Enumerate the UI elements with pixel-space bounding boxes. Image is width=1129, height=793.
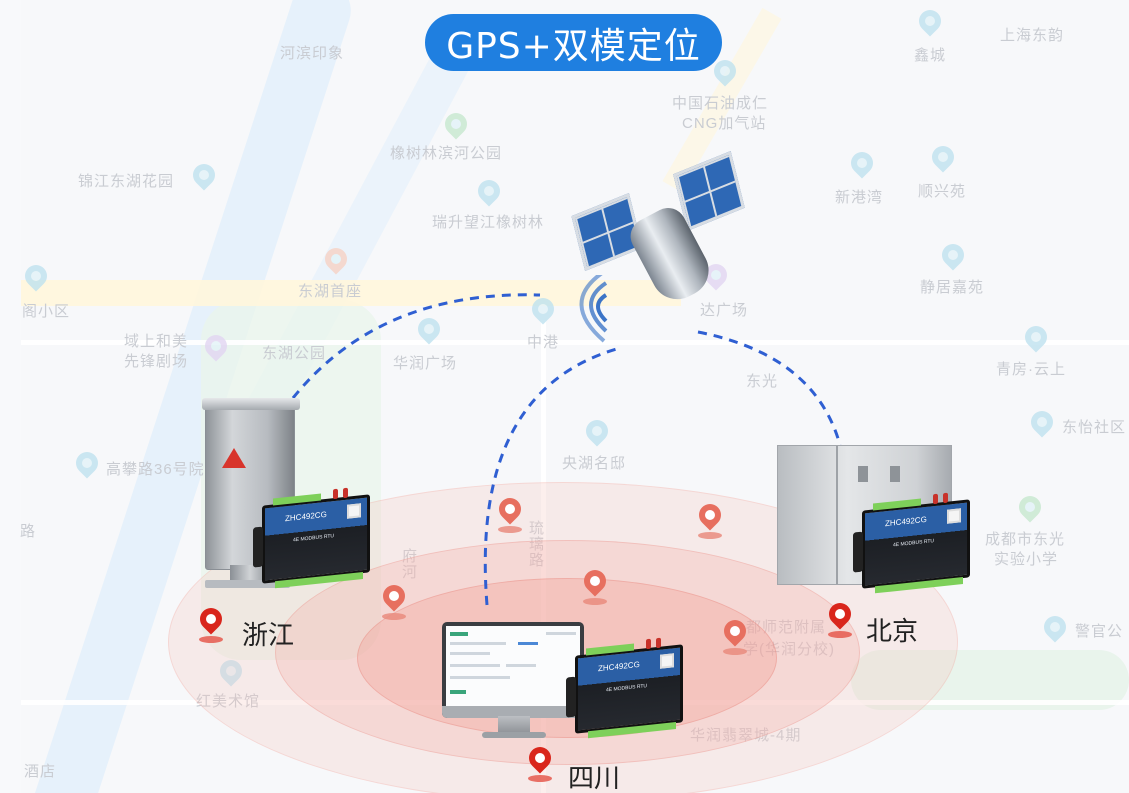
device-model: ZHC492CG bbox=[885, 514, 927, 529]
map-label: 顺兴苑 bbox=[918, 183, 967, 200]
map-label: 东湖首座 bbox=[298, 283, 363, 300]
main-road bbox=[21, 280, 681, 306]
device-model: ZHC492CG bbox=[285, 509, 327, 524]
map-label: 新港湾 bbox=[835, 189, 884, 206]
warning-icon bbox=[222, 448, 246, 468]
map-label: 路 bbox=[20, 523, 37, 540]
device-protocol: 4E MODBUS RTU bbox=[893, 538, 935, 549]
cabinet-base bbox=[205, 580, 290, 588]
location-pin-icon bbox=[494, 493, 526, 536]
map-label: 警官公 bbox=[1075, 623, 1124, 640]
map-label: 酒店 bbox=[24, 763, 57, 780]
device-model: ZHC492CG bbox=[598, 659, 640, 674]
map-label: 锦江东湖花园 bbox=[78, 173, 175, 190]
map-label: CNG加气站 bbox=[682, 115, 767, 132]
map-label: 先锋剧场 bbox=[124, 353, 189, 370]
map-label: 中港 bbox=[527, 334, 560, 351]
map-label: 瑞升望江橡树林 bbox=[432, 214, 545, 231]
rtu-device-image: ZHC492CG 4E MODBUS RTU bbox=[566, 637, 683, 739]
location-label-beijing: 北京 bbox=[866, 617, 919, 647]
rtu-device-image: ZHC492CG 4E MODBUS RTU bbox=[253, 487, 370, 589]
map-label: 域上和美 bbox=[124, 333, 189, 350]
map-label: 中国石油成仁 bbox=[672, 95, 769, 112]
map-label: 实验小学 bbox=[994, 551, 1059, 568]
map-label: 央湖名邸 bbox=[562, 455, 627, 472]
map-label: 成都市东光 bbox=[985, 531, 1066, 548]
device-protocol: 4E MODBUS RTU bbox=[293, 533, 335, 544]
location-label-sichuan: 四川 bbox=[568, 764, 621, 793]
location-pin-icon bbox=[378, 580, 410, 623]
location-pin-icon bbox=[694, 499, 726, 542]
device-protocol: 4E MODBUS RTU bbox=[606, 683, 648, 694]
map-label: 青房·云上 bbox=[996, 361, 1066, 378]
location-pin-icon bbox=[524, 742, 556, 785]
map-label: 达广场 bbox=[700, 302, 749, 319]
location-pin-icon bbox=[195, 603, 227, 646]
monitor-image bbox=[442, 622, 584, 718]
qr-code-icon bbox=[947, 508, 961, 524]
signal-waves-icon bbox=[579, 275, 608, 343]
monitor-foot bbox=[482, 732, 546, 738]
location-pin-icon bbox=[824, 598, 856, 641]
qr-code-icon bbox=[347, 503, 361, 519]
page-title: GPS+双模定位 bbox=[425, 14, 722, 71]
rtu-device-image: ZHC492CG 4E MODBUS RTU bbox=[853, 492, 970, 594]
map-label: 鑫城 bbox=[914, 47, 947, 64]
map-label: 东怡社区 bbox=[1062, 419, 1127, 436]
map-label: 静居嘉苑 bbox=[920, 279, 985, 296]
road bbox=[21, 340, 1129, 345]
map-label: 东湖公园 bbox=[262, 345, 327, 362]
qr-code-icon bbox=[660, 653, 674, 669]
map-label: 河滨印象 bbox=[280, 45, 345, 62]
location-pin-icon bbox=[579, 565, 611, 608]
location-label-zhejiang: 浙江 bbox=[242, 621, 295, 651]
map-label: 阁小区 bbox=[22, 303, 71, 320]
monitor-stand bbox=[498, 716, 530, 734]
map-label: 华润广场 bbox=[393, 355, 458, 372]
map-label: 东光 bbox=[746, 373, 779, 390]
map-label: 上海东韵 bbox=[1000, 27, 1065, 44]
map-label: 橡树林滨河公园 bbox=[390, 145, 503, 162]
map-label: 高攀路36号院 bbox=[106, 461, 205, 478]
stainless-cabinet-image bbox=[202, 398, 300, 570]
location-pin-icon bbox=[719, 615, 751, 658]
